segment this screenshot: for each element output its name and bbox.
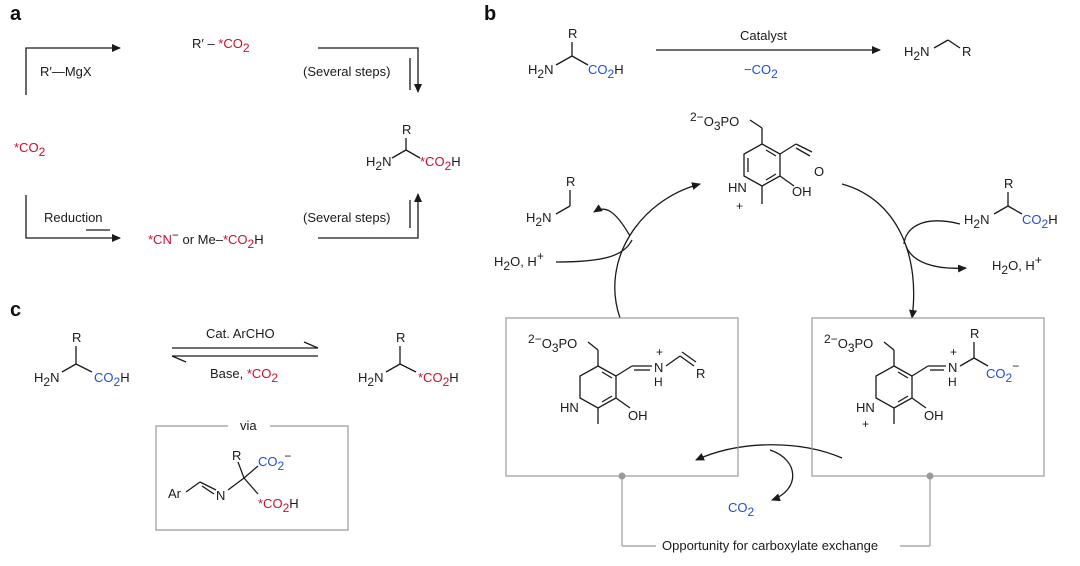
amine-release-arrow [593, 204, 631, 237]
incoming-amino-acid: R H2N CO2H [964, 176, 1058, 231]
c-sm-amine: H2N [34, 370, 59, 389]
grignard-reagent: R′—MgX [40, 64, 92, 79]
aa-n: H2N [964, 212, 989, 231]
external-aldimine-left: 2−O3PO N + H R OH HN [528, 332, 705, 424]
int-r: R [232, 448, 241, 463]
right-carboxylate: CO2− [986, 359, 1019, 385]
substrate-amino-acid: R H2N CO2H [528, 26, 624, 81]
right-iminium-n: N [948, 360, 957, 375]
sub-r: R [568, 26, 577, 41]
several-steps-top: (Several steps) [303, 64, 390, 79]
via-label: via [240, 418, 257, 433]
released-amine: R H2N [526, 174, 575, 229]
aa-co2h: CO2H [1022, 212, 1058, 231]
released-co2: CO2 [728, 500, 755, 519]
left-phosphate: 2−O3PO [528, 332, 577, 355]
cycle-arrow-right-down [841, 183, 918, 319]
aa-r: R [1004, 176, 1013, 191]
right-r: R [970, 326, 979, 341]
plp-nh: HN [728, 180, 747, 195]
left-hn: HN [560, 400, 579, 415]
imine-intermediate: Ar N R CO2− *CO2H [168, 448, 299, 515]
co2-release-arrow [769, 449, 794, 502]
int-n: N [216, 488, 225, 503]
c-sm-r: R [72, 330, 81, 345]
aa-in-arrow [903, 220, 961, 245]
panel-label-b: b [484, 3, 496, 25]
sub-carboxyl: CO2H [588, 62, 624, 81]
cycle-arrow-bottom [695, 444, 843, 461]
prod-r: R [962, 44, 971, 59]
panel-c: c R H2N CO2H Cat. ArCHO Base, *CO2 R H2N… [10, 299, 459, 531]
cycle-arrow-left-up [614, 182, 701, 319]
eq-rev-head [171, 355, 187, 363]
arrow-bottom-path [25, 195, 121, 242]
amine-n: H2N [526, 210, 551, 229]
opportunity-label: Opportunity for carboxylate exchange [662, 538, 878, 553]
right-oh: OH [924, 408, 944, 423]
aa-r-label: R [402, 122, 411, 137]
panel-b: b R H2N CO2H Catalyst −CO2 H2N R 2−O3PO [484, 3, 1058, 553]
left-r: R [696, 366, 705, 381]
water-in-left-arrow [555, 239, 633, 263]
plp-aldehyde-o: O [814, 164, 824, 179]
product-amine: H2N R [904, 39, 971, 63]
c-sm-carboxyl: CO2H [94, 370, 130, 389]
water-out-right-arrow [905, 245, 967, 273]
water-proton-left: H2O, H+ [494, 249, 544, 273]
right-n-plus: + [950, 345, 957, 359]
plp-plus: + [736, 199, 743, 213]
c-pr-amine: H2N [358, 370, 383, 389]
cat-archo-label: Cat. ArCHO [206, 326, 275, 341]
plp-cofactor: 2−O3PO O OH HN + [690, 110, 824, 213]
c-pr-carboxyl: *CO2H [418, 370, 459, 389]
minus-co2-label: −CO2 [744, 62, 778, 81]
labeled-co2-source: *CO2 [14, 140, 46, 159]
base-co2-label: Base, *CO2 [210, 366, 278, 385]
aa-amine: H2N [366, 154, 391, 173]
left-n-h: H [654, 375, 663, 389]
labeled-co2-r: R′ – *CO2 [192, 36, 250, 55]
water-proton-right: H2O, H+ [992, 253, 1042, 277]
several-steps-bottom: (Several steps) [303, 210, 390, 225]
int-labeled-carboxyl: *CO2H [258, 496, 299, 515]
reduction-label: Reduction [44, 210, 103, 225]
cyanide-or-acetate: *CN− or Me–*CO2H [148, 228, 264, 251]
panel-label-a: a [10, 3, 22, 25]
c-pr-r: R [396, 330, 405, 345]
right-n-h: H [948, 375, 957, 389]
left-oh: OH [628, 408, 648, 423]
int-ar: Ar [168, 486, 182, 501]
right-hn-plus: + [862, 417, 869, 431]
right-phosphate: 2−O3PO [824, 332, 873, 355]
eq-fwd-head [303, 341, 319, 349]
amine-r: R [566, 174, 575, 189]
bracket-dot-left [618, 472, 626, 480]
labeled-amino-acid-c: R H2N *CO2H [358, 330, 459, 389]
via-box [155, 425, 349, 531]
left-n-plus: + [656, 345, 663, 359]
starting-amino-acid-c: R H2N CO2H [34, 330, 130, 389]
int-carboxylate: CO2− [258, 449, 291, 473]
prod-amine-n: H2N [904, 44, 929, 63]
plp-phosphate: 2−O3PO [690, 110, 739, 133]
left-iminium-n: N [654, 360, 663, 375]
catalyst-label: Catalyst [740, 28, 787, 43]
panel-label-c: c [10, 299, 21, 321]
bracket-dot-right [926, 472, 934, 480]
arrow-top-path [25, 44, 121, 95]
panel-a: a R′—MgX R′ – *CO2 (Several steps) *CO2 … [10, 3, 461, 251]
right-hn: HN [856, 400, 875, 415]
arrow-top-right [318, 47, 422, 93]
external-aldimine-right: 2−O3PO N + H R CO2− OH HN + [824, 326, 1019, 431]
aa-carboxyl: *CO2H [420, 154, 461, 173]
sub-amine: H2N [528, 62, 553, 81]
arrow-bottom-right [318, 193, 422, 239]
amino-acid-product-a: R H2N *CO2H [366, 122, 461, 173]
plp-oh: OH [792, 184, 812, 199]
